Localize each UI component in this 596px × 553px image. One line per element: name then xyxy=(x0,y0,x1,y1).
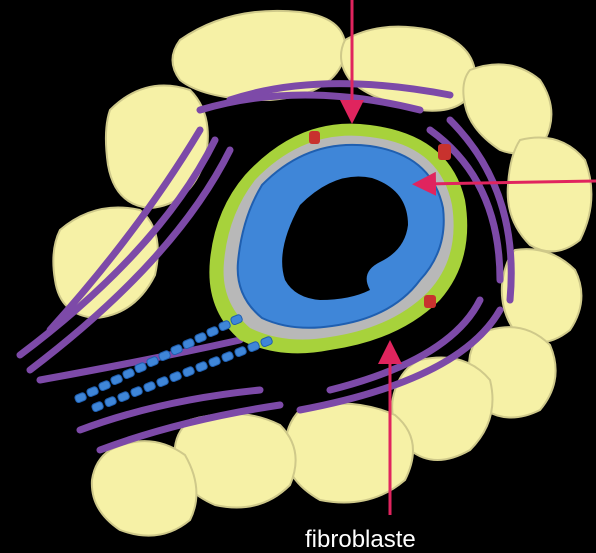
trail-cell xyxy=(91,401,104,413)
trail-cell xyxy=(117,391,130,403)
trail-cell xyxy=(195,361,208,373)
trail-cell xyxy=(74,392,87,404)
trail-cell xyxy=(104,396,117,408)
label-fibroblast: fibroblaste xyxy=(305,528,416,552)
adipocyte-cell xyxy=(92,441,197,536)
adipocyte-cell xyxy=(285,404,413,503)
trail-cell xyxy=(122,368,135,380)
trail-cell xyxy=(218,320,231,332)
capillary xyxy=(424,295,436,308)
trail-cell xyxy=(194,332,207,344)
trail-cell xyxy=(156,376,169,388)
trail-cell xyxy=(86,386,99,398)
trail-cell xyxy=(158,350,171,362)
adipocyte-cell xyxy=(508,138,592,252)
trail-cell xyxy=(208,356,221,368)
trail-cell xyxy=(110,374,123,386)
trail-cell xyxy=(98,380,111,392)
capillary xyxy=(309,131,320,144)
trail-cell xyxy=(234,346,247,358)
trail-cell xyxy=(221,351,234,363)
trail-cell xyxy=(206,326,219,338)
trail-cell xyxy=(182,366,195,378)
trail-cell xyxy=(169,371,182,383)
capillary xyxy=(438,144,451,160)
trail-cell xyxy=(143,381,156,393)
trail-cell xyxy=(130,386,143,398)
